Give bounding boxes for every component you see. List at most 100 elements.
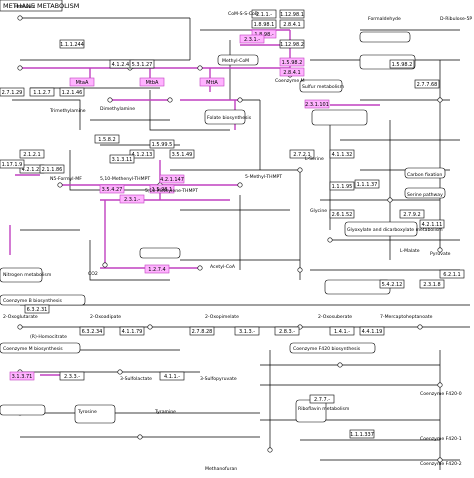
enzyme-box-e17[interactable]: 2.1.2.1 bbox=[19, 149, 45, 159]
enzyme-box-rect[interactable] bbox=[279, 19, 305, 29]
enzyme-box-e4[interactable]: 2.8.4.1 bbox=[279, 19, 305, 29]
enzyme-box-e26[interactable]: 5.4.2.12 bbox=[379, 279, 405, 289]
enzyme-box-e37[interactable]: 3.1.3.- bbox=[234, 326, 260, 336]
highlighted-enzyme-box-rect[interactable] bbox=[144, 264, 170, 274]
enzyme-box-rect[interactable] bbox=[399, 209, 425, 219]
enzyme-box-rect[interactable] bbox=[419, 219, 445, 229]
highlighted-enzyme-box-rect[interactable] bbox=[9, 371, 35, 381]
enzyme-box-rect[interactable] bbox=[169, 149, 195, 159]
enzyme-box-rect[interactable] bbox=[0, 87, 25, 97]
enzyme-box-rect[interactable] bbox=[129, 59, 155, 69]
enzyme-box-rect[interactable] bbox=[79, 326, 105, 336]
highlighted-enzyme-box-rect[interactable] bbox=[99, 184, 125, 194]
enzyme-box-rect[interactable] bbox=[349, 429, 375, 439]
highlighted-enzyme-box-h12[interactable]: 1.2.7.4 bbox=[144, 264, 170, 274]
enzyme-box-e41[interactable]: 2.3.3.- bbox=[59, 371, 85, 381]
enzyme-box-e21[interactable]: 2.7.2.1 bbox=[289, 149, 315, 159]
enzyme-box-e23[interactable]: 1.1.1.37 bbox=[354, 179, 380, 189]
enzyme-box-rect[interactable] bbox=[419, 279, 445, 289]
highlighted-enzyme-box-rect[interactable] bbox=[149, 184, 175, 194]
enzyme-box-e34[interactable]: 6.3.2.34 bbox=[79, 326, 105, 336]
enzyme-box-rect[interactable] bbox=[439, 269, 465, 279]
enzyme-box-e20[interactable]: 1.17.1.9 bbox=[0, 159, 25, 169]
enzyme-box-e33[interactable]: 6.3.2.31 bbox=[24, 304, 50, 314]
enzyme-box-e12[interactable]: 1.5.8.2 bbox=[94, 134, 120, 144]
highlighted-enzyme-box-h2[interactable]: 2.8.4.1 bbox=[279, 67, 305, 77]
highlighted-enzyme-box-h5[interactable]: MttA bbox=[199, 77, 225, 87]
highlighted-enzyme-box-rect[interactable] bbox=[69, 77, 95, 87]
enzyme-box-e5[interactable]: 1.12.98.2 bbox=[279, 39, 305, 49]
enzyme-box-e19[interactable]: 2.1.1.86 bbox=[39, 164, 65, 174]
enzyme-box-e3[interactable]: 1.12.98.1 bbox=[279, 9, 305, 19]
highlighted-enzyme-box-rect[interactable] bbox=[304, 99, 330, 109]
enzyme-box-rect[interactable] bbox=[309, 394, 335, 404]
enzyme-box-rect[interactable] bbox=[279, 9, 305, 19]
enzyme-box-e16[interactable]: 3.1.3.11 bbox=[109, 154, 135, 164]
enzyme-box-rect[interactable] bbox=[354, 179, 380, 189]
enzyme-box-rect[interactable] bbox=[109, 154, 135, 164]
enzyme-box-e22[interactable]: 4.1.1.32 bbox=[329, 149, 355, 159]
enzyme-box-e25[interactable]: 4.2.1.11 bbox=[419, 219, 445, 229]
enzyme-box-e32[interactable]: 2.7.7.68 bbox=[414, 79, 440, 89]
enzyme-box-rect[interactable] bbox=[279, 39, 305, 49]
enzyme-box-rect[interactable] bbox=[329, 181, 355, 191]
highlighted-enzyme-box-rect[interactable] bbox=[239, 34, 265, 44]
enzyme-box-e29[interactable]: 1.1.1.95 bbox=[329, 181, 355, 191]
enzyme-box-e6[interactable]: 1.1.1.244 bbox=[59, 39, 85, 49]
enzyme-box-rect[interactable] bbox=[359, 326, 385, 336]
enzyme-box-e14[interactable]: 3.5.1.49 bbox=[169, 149, 195, 159]
enzyme-box-rect[interactable] bbox=[379, 279, 405, 289]
enzyme-box-rect[interactable] bbox=[329, 209, 355, 219]
enzyme-box-e2[interactable]: 1.8.98.1 bbox=[251, 19, 277, 29]
enzyme-box-e11[interactable]: 1.2.1.46 bbox=[59, 87, 85, 97]
highlighted-enzyme-box-h14[interactable]: 3.1.3.71 bbox=[9, 371, 35, 381]
enzyme-box-e27[interactable]: 2.3.1.8 bbox=[419, 279, 445, 289]
enzyme-box-rect[interactable] bbox=[251, 19, 277, 29]
enzyme-box-rect[interactable] bbox=[129, 149, 155, 159]
highlighted-enzyme-box-h3[interactable]: MtaA bbox=[69, 77, 95, 87]
highlighted-enzyme-box-h11[interactable]: 4.2.1.147 bbox=[159, 174, 185, 184]
enzyme-box-rect[interactable] bbox=[94, 134, 120, 144]
enzyme-box-rect[interactable] bbox=[414, 79, 440, 89]
enzyme-box-e42[interactable]: 4.1.1.- bbox=[159, 371, 185, 381]
enzyme-box-rect[interactable] bbox=[329, 326, 355, 336]
highlighted-enzyme-box-rect[interactable] bbox=[279, 67, 305, 77]
enzyme-box-rect[interactable] bbox=[119, 326, 145, 336]
enzyme-box-e36[interactable]: 2.7.8.28 bbox=[189, 326, 215, 336]
highlighted-enzyme-box-h13[interactable]: 2.3.1.- bbox=[239, 34, 265, 44]
highlighted-enzyme-box-h10[interactable]: 2.3.1.- bbox=[119, 194, 145, 204]
highlighted-enzyme-box-rect[interactable] bbox=[119, 194, 145, 204]
enzyme-box-rect[interactable] bbox=[29, 87, 55, 97]
enzyme-box-e15[interactable]: 4.1.2.13 bbox=[129, 149, 155, 159]
highlighted-enzyme-box-h6[interactable]: 1.5.98.2 bbox=[279, 57, 305, 67]
enzyme-box-e24[interactable]: 2.7.9.2 bbox=[399, 209, 425, 219]
enzyme-box-rect[interactable] bbox=[289, 149, 315, 159]
enzyme-box-rect[interactable] bbox=[234, 326, 260, 336]
enzyme-box-rect[interactable] bbox=[251, 9, 277, 19]
enzyme-box-rect[interactable] bbox=[329, 149, 355, 159]
highlighted-enzyme-box-h9[interactable]: 1.5.98.1 bbox=[149, 184, 175, 194]
enzyme-box-e31[interactable]: 1.5.98.2 bbox=[389, 59, 415, 69]
enzyme-box-rect[interactable] bbox=[39, 164, 65, 174]
enzyme-box-rect[interactable] bbox=[274, 326, 300, 336]
enzyme-box-e8[interactable]: 5.3.1.27 bbox=[129, 59, 155, 69]
highlighted-enzyme-box-rect[interactable] bbox=[199, 77, 225, 87]
highlighted-enzyme-box-h7[interactable]: 2.3.1.101 bbox=[304, 99, 330, 109]
highlighted-enzyme-box-h4[interactable]: MtbA bbox=[139, 77, 165, 87]
enzyme-box-e35[interactable]: 4.1.1.79 bbox=[119, 326, 145, 336]
highlighted-enzyme-box-h8[interactable]: 3.5.4.27 bbox=[99, 184, 125, 194]
enzyme-box-e43[interactable]: 2.7.7.- bbox=[309, 394, 335, 404]
enzyme-box-e10[interactable]: 1.1.2.7 bbox=[29, 87, 55, 97]
enzyme-box-rect[interactable] bbox=[59, 87, 85, 97]
enzyme-box-rect[interactable] bbox=[189, 326, 215, 336]
enzyme-box-e9[interactable]: 2.7.1.29 bbox=[0, 87, 25, 97]
enzyme-box-rect[interactable] bbox=[59, 371, 85, 381]
enzyme-box-rect[interactable] bbox=[24, 304, 50, 314]
enzyme-box-e38[interactable]: 2.8.3.- bbox=[274, 326, 300, 336]
enzyme-box-e13[interactable]: 1.5.99.5 bbox=[149, 139, 175, 149]
enzyme-box-rect[interactable] bbox=[0, 159, 25, 169]
enzyme-box-e44[interactable]: 1.1.1.337 bbox=[349, 429, 375, 439]
enzyme-box-rect[interactable] bbox=[149, 139, 175, 149]
highlighted-enzyme-box-rect[interactable] bbox=[279, 57, 305, 67]
enzyme-box-e39[interactable]: 1.4.1.- bbox=[329, 326, 355, 336]
